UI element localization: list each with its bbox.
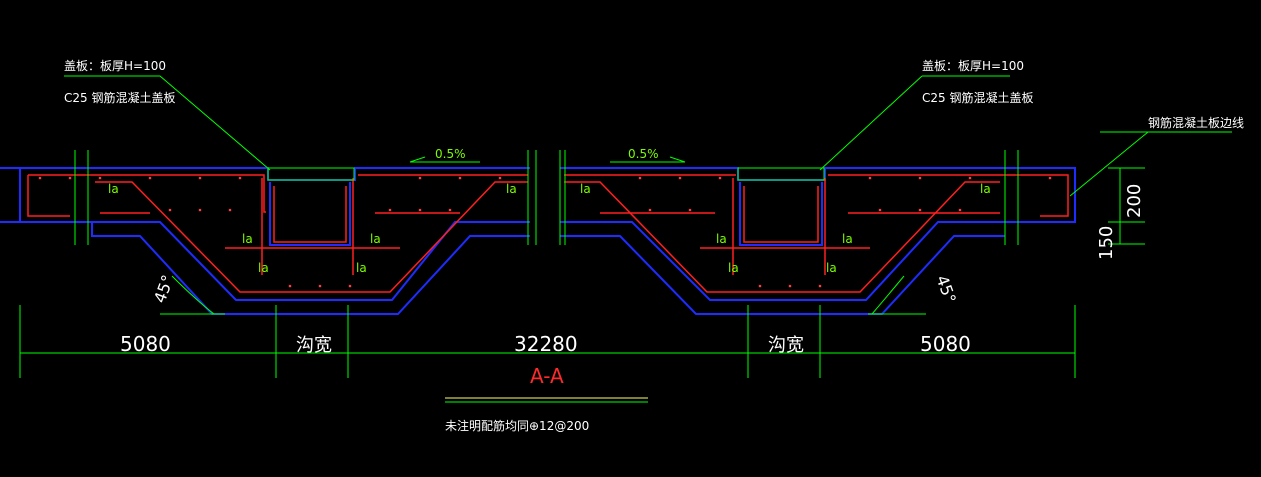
la-label: la xyxy=(242,232,253,246)
dim-5080-left: 5080 xyxy=(120,332,171,356)
la-label: la xyxy=(980,182,991,196)
note-text: 未注明配筋均同⊕12@200 xyxy=(445,418,589,433)
la-label: la xyxy=(580,182,591,196)
la-label: la xyxy=(728,261,739,275)
slab-edge-label: 钢筋混凝土板边线 xyxy=(1148,115,1244,130)
left-cover-material: C25 钢筋混凝土盖板 xyxy=(64,90,175,105)
la-label: la xyxy=(356,261,367,275)
la-label: la xyxy=(370,232,381,246)
dim-ditch-width-left: 沟宽 xyxy=(296,335,332,356)
side-dim-bottom: 150 xyxy=(1096,226,1117,260)
right-cover-thickness: 盖板：板厚H=100 xyxy=(922,59,1024,73)
right-angle-label: 45° xyxy=(932,273,960,306)
la-label: la xyxy=(506,182,517,196)
rebar-dots xyxy=(38,176,1052,288)
right-cover-material: C25 钢筋混凝土盖板 xyxy=(922,90,1033,105)
rebar-lines xyxy=(27,174,1069,293)
green-lines xyxy=(19,75,1232,403)
dim-32280: 32280 xyxy=(514,332,578,356)
left-slope: 0.5% xyxy=(435,147,466,161)
section-label: A-A xyxy=(530,364,564,388)
dim-5080-right: 5080 xyxy=(920,332,971,356)
la-label: la xyxy=(826,261,837,275)
la-label: la xyxy=(108,182,119,196)
left-cover-thickness: 盖板：板厚H=100 xyxy=(64,59,166,73)
dim-ditch-width-right: 沟宽 xyxy=(768,335,804,356)
la-label: la xyxy=(842,232,853,246)
right-slope: 0.5% xyxy=(628,147,659,161)
la-label: la xyxy=(716,232,727,246)
la-label: la xyxy=(258,261,269,275)
side-dim-top: 200 xyxy=(1124,184,1145,218)
